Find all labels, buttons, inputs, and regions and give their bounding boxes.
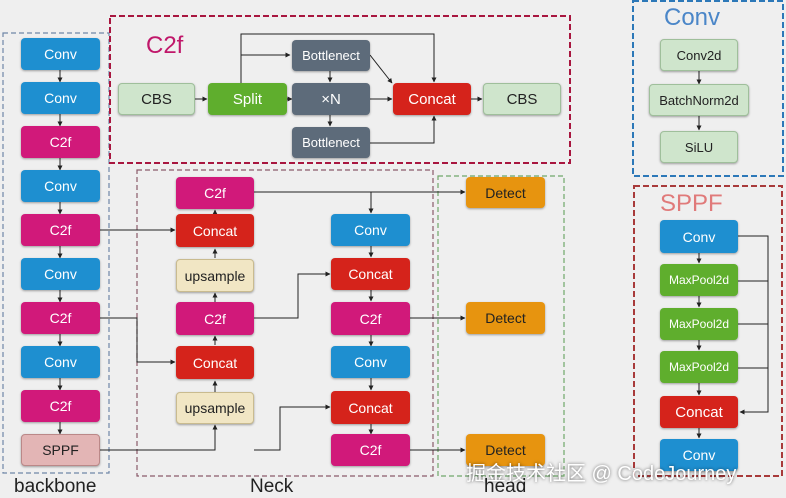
- neck-left-concat-bottom: Concat: [176, 346, 254, 379]
- sppf-maxpool-1: MaxPool2d: [660, 264, 738, 296]
- neck-left-upsample-bottom: upsample: [176, 392, 254, 424]
- neck-right-c2f-mid: C2f: [331, 302, 410, 335]
- c2f-repeat-n: ×N: [292, 83, 370, 115]
- backbone-conv-2: Conv: [21, 82, 100, 114]
- c2f-bottleneck-bottom: Bottlenect: [292, 127, 370, 158]
- conv-block-batchnorm2d: BatchNorm2d: [649, 84, 749, 116]
- neck-left-upsample-top: upsample: [176, 259, 254, 292]
- sppf-concat: Concat: [660, 396, 738, 428]
- c2f-cbs-input: CBS: [118, 83, 195, 115]
- backbone-conv-5: Conv: [21, 346, 100, 378]
- watermark-text: 掘金技术社区 @ CodeJourney: [466, 463, 737, 485]
- backbone-c2f-4: C2f: [21, 390, 100, 422]
- sppf-maxpool-2: MaxPool2d: [660, 308, 738, 340]
- conv-block-title: Conv: [664, 4, 721, 31]
- sppf-conv-input: Conv: [660, 220, 738, 253]
- backbone-conv-3: Conv: [21, 170, 100, 202]
- backbone-conv-1: Conv: [21, 38, 100, 70]
- neck-right-conv-bottom: Conv: [331, 346, 410, 378]
- backbone-sppf: SPPF: [21, 434, 100, 466]
- c2f-block-title: C2f: [146, 32, 184, 59]
- conv-block-silu: SiLU: [660, 131, 738, 163]
- c2f-concat: Concat: [393, 83, 471, 115]
- sppf-conv-output: Conv: [660, 439, 738, 471]
- c2f-split: Split: [208, 83, 287, 115]
- neck-left-c2f-top: C2f: [176, 177, 254, 209]
- backbone-c2f-3: C2f: [21, 302, 100, 334]
- sppf-block-title: SPPF: [660, 190, 723, 217]
- head-detect-2: Detect: [466, 302, 545, 334]
- neck-left-concat-top: Concat: [176, 214, 254, 247]
- neck-right-concat-bottom: Concat: [331, 391, 410, 424]
- neck-right-concat-top: Concat: [331, 258, 410, 290]
- neck-left-c2f-mid: C2f: [176, 302, 254, 335]
- c2f-bottleneck-top: Bottlenect: [292, 40, 370, 71]
- c2f-cbs-output: CBS: [483, 83, 561, 115]
- head-label: head: [484, 476, 527, 497]
- neck-right-c2f-bottom: C2f: [331, 434, 410, 466]
- head-detect-3: Detect: [466, 434, 545, 466]
- backbone-conv-4: Conv: [21, 258, 100, 290]
- backbone-c2f-2: C2f: [21, 214, 100, 246]
- head-detect-1: Detect: [466, 177, 545, 208]
- neck-label: Neck: [250, 476, 294, 497]
- neck-right-conv-top: Conv: [331, 214, 410, 246]
- sppf-maxpool-3: MaxPool2d: [660, 351, 738, 383]
- backbone-label: backbone: [14, 476, 97, 497]
- conv-block-conv2d: Conv2d: [660, 39, 738, 71]
- backbone-c2f-1: C2f: [21, 126, 100, 158]
